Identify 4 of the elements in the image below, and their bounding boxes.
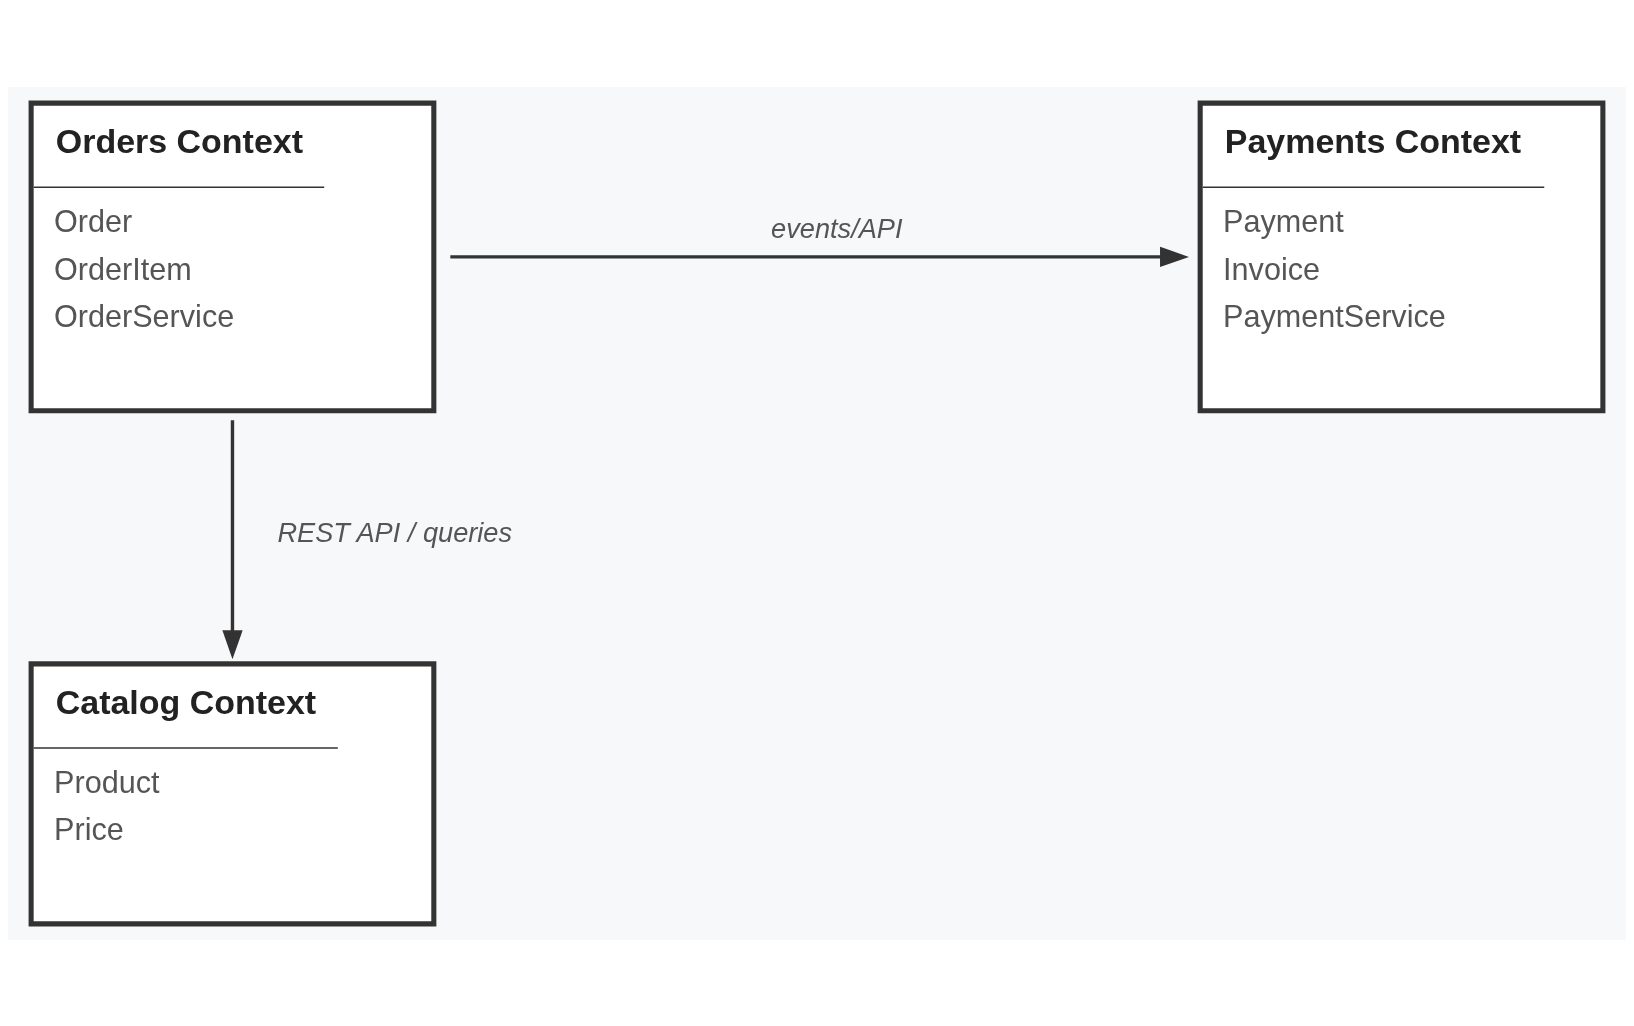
- arrow: [222, 419, 243, 659]
- arrow: [450, 246, 1189, 267]
- edge-label: REST API / queries: [277, 516, 513, 548]
- edge-label: events/API: [771, 212, 903, 244]
